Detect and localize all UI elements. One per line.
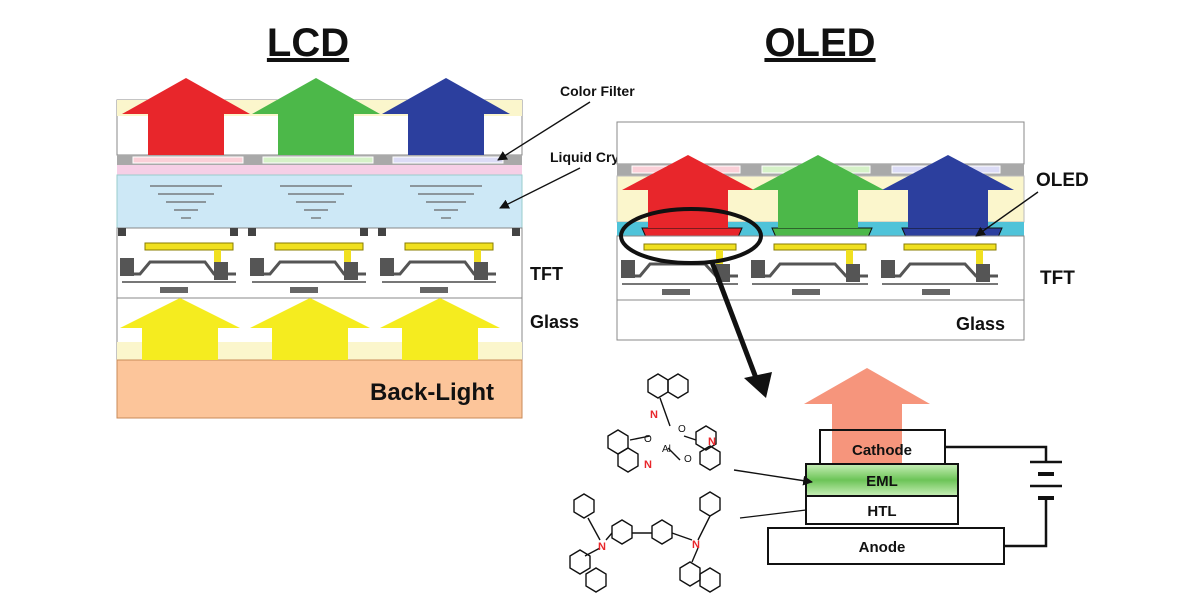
lcd-tft-label: TFT	[530, 264, 563, 284]
oled-label: OLED	[1036, 170, 1089, 191]
eml-label: EML	[866, 473, 898, 490]
lcd-glass-label: Glass	[530, 312, 579, 332]
backlight-arrow	[120, 298, 240, 360]
npb-pointer	[739, 509, 807, 519]
oled-tft-cell	[751, 243, 868, 295]
lcd-red-arrow	[122, 78, 250, 155]
alq3-molecule	[607, 373, 721, 473]
lcd-stack	[116, 78, 523, 419]
color-filter-pointer	[497, 101, 591, 161]
zoom-ellipse	[619, 207, 763, 265]
alq3-n-label: N	[708, 436, 716, 448]
lcd-alignment-layer	[117, 165, 522, 175]
anode-label: Anode	[859, 539, 906, 556]
alq3-n-label: N	[644, 459, 652, 471]
backlight-arrow	[250, 298, 370, 360]
lcd-red-filter	[132, 156, 244, 164]
oled-stack	[616, 121, 1025, 341]
cathode-label: Cathode	[852, 442, 912, 459]
emission-arrow	[804, 368, 930, 470]
alq3-pointer	[733, 469, 813, 486]
alq3-n-label: N	[650, 409, 658, 421]
lcd-green-filter	[262, 156, 374, 164]
lcd-lc-molecules	[150, 185, 482, 219]
lcd-green-arrow	[252, 78, 380, 155]
alq3-o-label: O	[678, 424, 686, 435]
zoom-pointer-head	[744, 372, 772, 398]
lcd-blue-filter	[392, 156, 504, 164]
htl-label: HTL	[867, 503, 896, 520]
eml-layer	[805, 463, 959, 497]
lcd-tft-cell	[250, 242, 366, 293]
npb-n-label: N	[692, 539, 700, 551]
oled-blue-arrow	[882, 155, 1014, 228]
anode-layer	[767, 527, 1005, 565]
backlight-arrow	[380, 298, 500, 360]
oled-glass-label: Glass	[956, 314, 1005, 334]
npb-n-label: N	[598, 541, 606, 553]
alq3-o-label: O	[644, 434, 652, 445]
color-filter-label: Color Filter	[560, 83, 635, 99]
zoom-pointer-line	[709, 261, 759, 379]
lcd-tft-cell	[380, 242, 496, 293]
oled-green-arrow	[752, 155, 884, 228]
oled-tft-cell	[881, 243, 998, 295]
oled-glass-layer	[616, 299, 1025, 341]
lcd-backlight	[116, 359, 523, 419]
backlight-label: Back-Light	[370, 379, 494, 406]
alq3-o-label: O	[684, 454, 692, 465]
lcd-tft-cell	[120, 242, 236, 293]
lcd-blue-arrow	[382, 78, 510, 155]
oled-tft-label: TFT	[1040, 268, 1075, 289]
lcd-title: LCD	[267, 21, 349, 65]
oled-pointer	[975, 191, 1039, 237]
battery-circuit	[945, 445, 1062, 548]
lcd-tft-spacers	[118, 228, 520, 236]
oled-title: OLED	[764, 21, 875, 65]
alq3-al-label: Al	[662, 444, 671, 455]
liquid-crystal-pointer	[499, 167, 581, 209]
npb-molecule	[569, 491, 721, 593]
